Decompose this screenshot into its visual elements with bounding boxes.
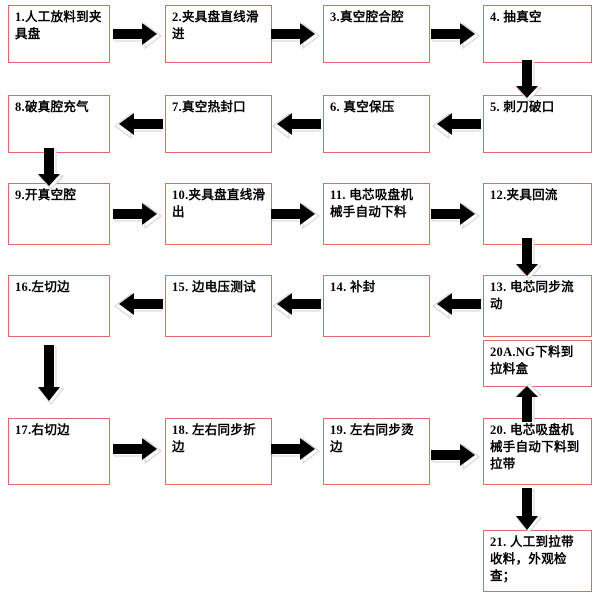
flow-node-7[interactable]: 7.真空热封口 (165, 95, 272, 153)
flow-node-6[interactable]: 6. 真空保压 (323, 95, 430, 153)
connector-arrow-11-to-12 (431, 202, 481, 230)
flow-node-1[interactable]: 1.人工放料到夹具盘 (8, 5, 110, 63)
connector-arrow-16-to-17 (37, 345, 65, 405)
flow-node-19[interactable]: 19. 左右同步烫边 (323, 418, 430, 485)
connector-arrow-2-to-3 (271, 22, 321, 50)
connector-arrow-3-to-4 (431, 22, 481, 50)
flow-node-20a[interactable]: 20A.NG下料到拉料盒 (483, 340, 592, 387)
connector-arrow-20-to-20a (515, 383, 543, 422)
connector-arrow-20-to-21 (515, 488, 543, 533)
flow-node-13[interactable]: 13. 电芯同步流动 (483, 275, 592, 337)
connector-arrow-8-to-9 (37, 148, 65, 190)
flow-node-11[interactable]: 11. 电芯吸盘机械手自动下料 (323, 183, 430, 245)
connector-arrow-13-to-14 (431, 292, 481, 320)
flow-node-4[interactable]: 4. 抽真空 (483, 5, 592, 63)
connector-arrow-17-to-18 (113, 437, 163, 465)
connector-arrow-18-to-19 (271, 437, 321, 465)
connector-arrow-6-to-7 (271, 112, 321, 140)
flow-node-8[interactable]: 8.破真腔充气 (8, 95, 110, 153)
flow-node-16[interactable]: 16.左切边 (8, 275, 110, 337)
connector-arrow-14-to-15 (271, 292, 321, 320)
flow-node-12[interactable]: 12.夹具回流 (483, 183, 592, 245)
connector-arrow-10-to-11 (271, 202, 321, 230)
flow-node-18[interactable]: 18. 左右同步折边 (165, 418, 272, 485)
flow-node-2[interactable]: 2.夹具盘直线滑进 (165, 5, 272, 63)
flow-node-5[interactable]: 5. 刺刀破口 (483, 95, 592, 153)
flow-node-10[interactable]: 10.夹具盘直线滑出 (165, 183, 272, 245)
flow-node-20[interactable]: 20. 电芯吸盘机械手自动下料到拉带 (483, 418, 592, 485)
connector-arrow-12-to-13 (515, 238, 543, 280)
connector-arrow-4-to-5 (515, 60, 543, 102)
connector-arrow-7-to-8 (113, 112, 163, 140)
flow-node-17[interactable]: 17.右切边 (8, 418, 110, 485)
flow-node-21[interactable]: 21. 人工到拉带收料，外观检查； (483, 530, 592, 592)
flow-node-3[interactable]: 3.真空腔合腔 (323, 5, 430, 63)
flow-node-9[interactable]: 9.开真空腔 (8, 183, 110, 245)
connector-arrow-5-to-6 (431, 112, 481, 140)
connector-arrow-1-to-2 (113, 22, 163, 50)
connector-arrow-19-to-20 (431, 443, 481, 471)
connector-arrow-15-to-16 (113, 292, 163, 320)
flow-node-14[interactable]: 14. 补封 (323, 275, 430, 337)
flow-node-15[interactable]: 15. 边电压测试 (165, 275, 272, 337)
connector-arrow-9-to-10 (113, 202, 163, 230)
